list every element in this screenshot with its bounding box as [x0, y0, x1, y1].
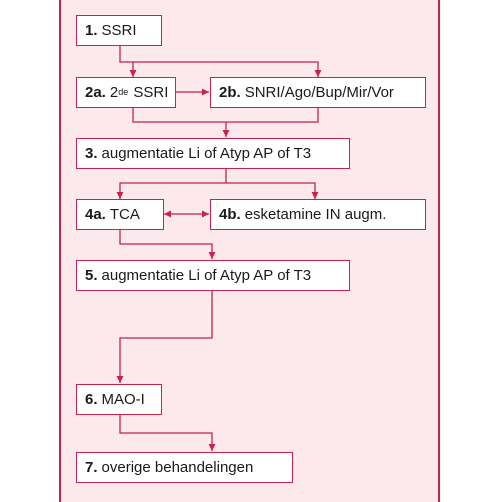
step-3-label: augmentatie Li of Atyp AP of T3	[101, 145, 312, 162]
step-7-label: overige behandelingen	[101, 459, 254, 476]
step-3-number: 3.	[85, 145, 98, 162]
step-2b-label: SNRI/Ago/Bup/Mir/Vor	[244, 84, 394, 101]
step-6-box: 6. MAO-I	[76, 384, 162, 415]
step-1-number: 1.	[85, 22, 98, 39]
step-4b-number: 4b.	[219, 206, 241, 223]
step-2a-ordinal: 2	[109, 84, 119, 101]
step-2b-box: 2b. SNRI/Ago/Bup/Mir/Vor	[210, 77, 426, 108]
arrow-4a-to-5	[119, 230, 216, 259]
step-7-number: 7.	[85, 459, 98, 476]
step-3-box: 3. augmentatie Li of Atyp AP of T3	[76, 138, 350, 169]
step-5-label: augmentatie Li of Atyp AP of T3	[101, 267, 312, 284]
step-4a-label: TCA	[109, 206, 140, 223]
step-4a-number: 4a.	[85, 206, 106, 223]
step-4b-label: esketamine IN augm.	[244, 206, 387, 223]
arrow-6-to-7	[119, 415, 216, 451]
arrow-2a-to-3	[132, 107, 319, 123]
arrow-1-to-2b	[133, 61, 322, 77]
step-5-number: 5.	[85, 267, 98, 284]
step-6-label: MAO-I	[101, 391, 145, 408]
step-4a-box: 4a. TCA	[76, 199, 164, 230]
step-2a-number: 2a.	[85, 84, 106, 101]
step-2a-label: SSRI	[129, 84, 169, 101]
step-6-number: 6.	[85, 391, 98, 408]
arrow-1-to-2a	[119, 46, 137, 77]
arrow-3-to-4b	[226, 182, 319, 199]
step-1-label: SSRI	[101, 22, 137, 39]
step-4b-box: 4b. esketamine IN augm.	[210, 199, 426, 230]
step-1-box: 1. SSRI	[76, 15, 162, 46]
arrow-5-to-6	[116, 291, 213, 383]
step-2b-number: 2b.	[219, 84, 241, 101]
step-7-box: 7. overige behandelingen	[76, 452, 293, 483]
arrow-3-to-4a	[116, 168, 227, 199]
step-5-box: 5. augmentatie Li of Atyp AP of T3	[76, 260, 350, 291]
